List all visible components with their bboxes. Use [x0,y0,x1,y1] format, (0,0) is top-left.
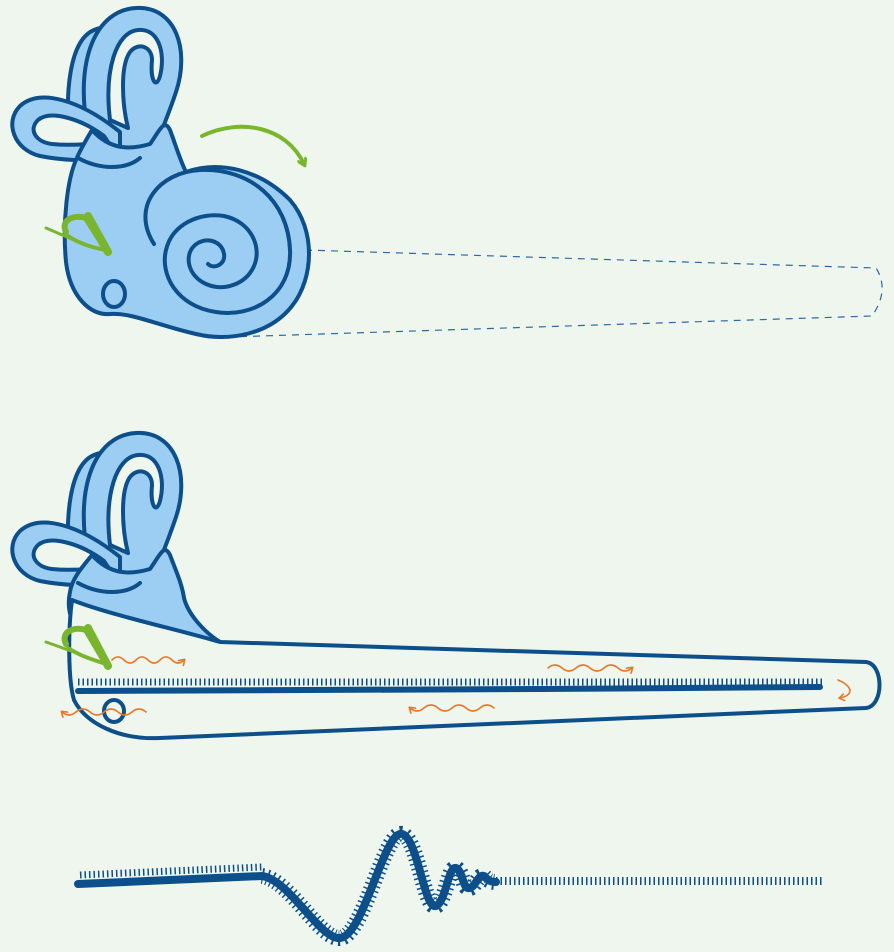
vestibule-and-cochlea [65,125,309,337]
travelling-wave-panel [78,834,824,938]
uncoiled-cochlea-panel [12,433,879,738]
curved-arrow-icon [202,127,304,164]
uncoil-guide-dashed [230,250,882,337]
basilar-membrane-straight [78,687,820,691]
coiled-cochlea-panel [12,8,882,337]
